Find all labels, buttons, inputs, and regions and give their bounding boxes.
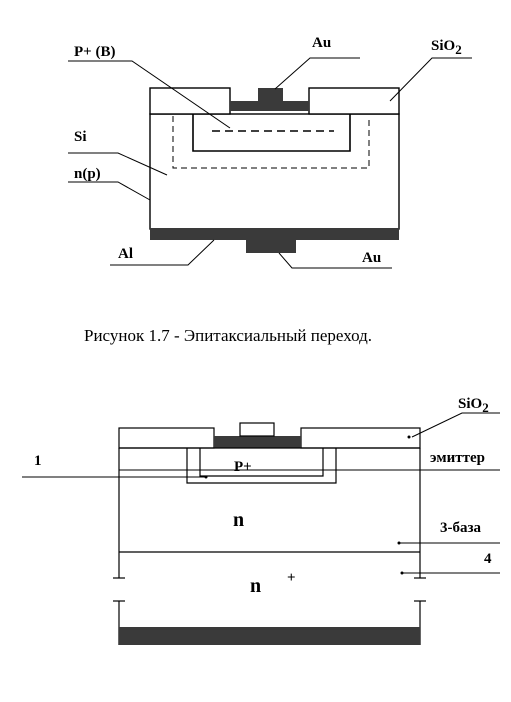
sio2-block-right bbox=[300, 427, 421, 449]
emitter-metal-cap bbox=[239, 422, 275, 437]
label-1: 1 bbox=[34, 453, 42, 469]
label-n-collector: n bbox=[250, 575, 261, 597]
p-plus-pocket-inner bbox=[199, 448, 324, 477]
leader-sio2-fig2 bbox=[411, 412, 500, 438]
label-p-plus-b: P+ (B) bbox=[74, 44, 115, 60]
label-sio2-fig1: SiO2 bbox=[431, 38, 462, 57]
leader-sio2 bbox=[389, 57, 472, 102]
label-n-plus-sign: + bbox=[287, 570, 296, 586]
leader-p-plus bbox=[68, 60, 231, 129]
leader-au-bottom bbox=[278, 252, 392, 269]
label-sio2-fig1-sub: 2 bbox=[455, 42, 462, 57]
label-al: Al bbox=[118, 246, 133, 262]
depletion-boundary-dashed bbox=[172, 116, 370, 169]
emitter-metal-contact bbox=[214, 436, 301, 448]
figure-transistor-structure: SiO2 1 P+ эмиттер n 3-база 4 n + bbox=[22, 396, 500, 645]
label-sio2-fig2-text: SiO bbox=[458, 396, 482, 412]
si-body bbox=[149, 113, 400, 230]
marker-dot-sio2 bbox=[407, 435, 411, 439]
leader-al bbox=[110, 239, 215, 266]
p-plus-pocket-outer bbox=[186, 448, 337, 484]
label-base: 3-база bbox=[440, 520, 482, 536]
leader-si bbox=[68, 152, 168, 176]
label-n-base: n bbox=[233, 509, 244, 531]
label-4: 4 bbox=[484, 551, 492, 567]
al-bottom-layer bbox=[150, 228, 399, 240]
label-au-top: Au bbox=[312, 35, 331, 51]
label-emitter: эмиттер bbox=[430, 450, 485, 466]
label-n-p: n(p) bbox=[74, 166, 101, 182]
au-top-contact bbox=[230, 101, 309, 111]
marker-dot-4 bbox=[400, 571, 404, 575]
figure-epitaxial-junction: P+ (B) Au SiO2 Si n(p) Al Au bbox=[68, 35, 472, 269]
marker-dot-base bbox=[397, 541, 401, 545]
label-sio2-fig1-text: SiO bbox=[431, 38, 455, 54]
leader-au-top bbox=[274, 57, 360, 90]
collector-metal bbox=[119, 627, 420, 645]
au-top-bump bbox=[258, 88, 283, 102]
marker-dot-p-plus bbox=[204, 475, 208, 479]
label-sio2-fig2: SiO2 bbox=[458, 396, 489, 415]
label-p-plus: P+ bbox=[234, 459, 252, 475]
figure-caption: Рисунок 1.7 - Эпитаксиальный переход. bbox=[84, 326, 372, 345]
leader-n-p bbox=[68, 181, 151, 201]
label-si: Si bbox=[74, 129, 87, 145]
sio2-block-left bbox=[118, 427, 215, 449]
label-au-bottom: Au bbox=[362, 250, 381, 266]
p-plus-region bbox=[192, 114, 351, 152]
sio2-layer-right bbox=[308, 87, 400, 115]
au-bottom-contact bbox=[246, 240, 296, 253]
label-sio2-fig2-sub: 2 bbox=[482, 400, 489, 415]
